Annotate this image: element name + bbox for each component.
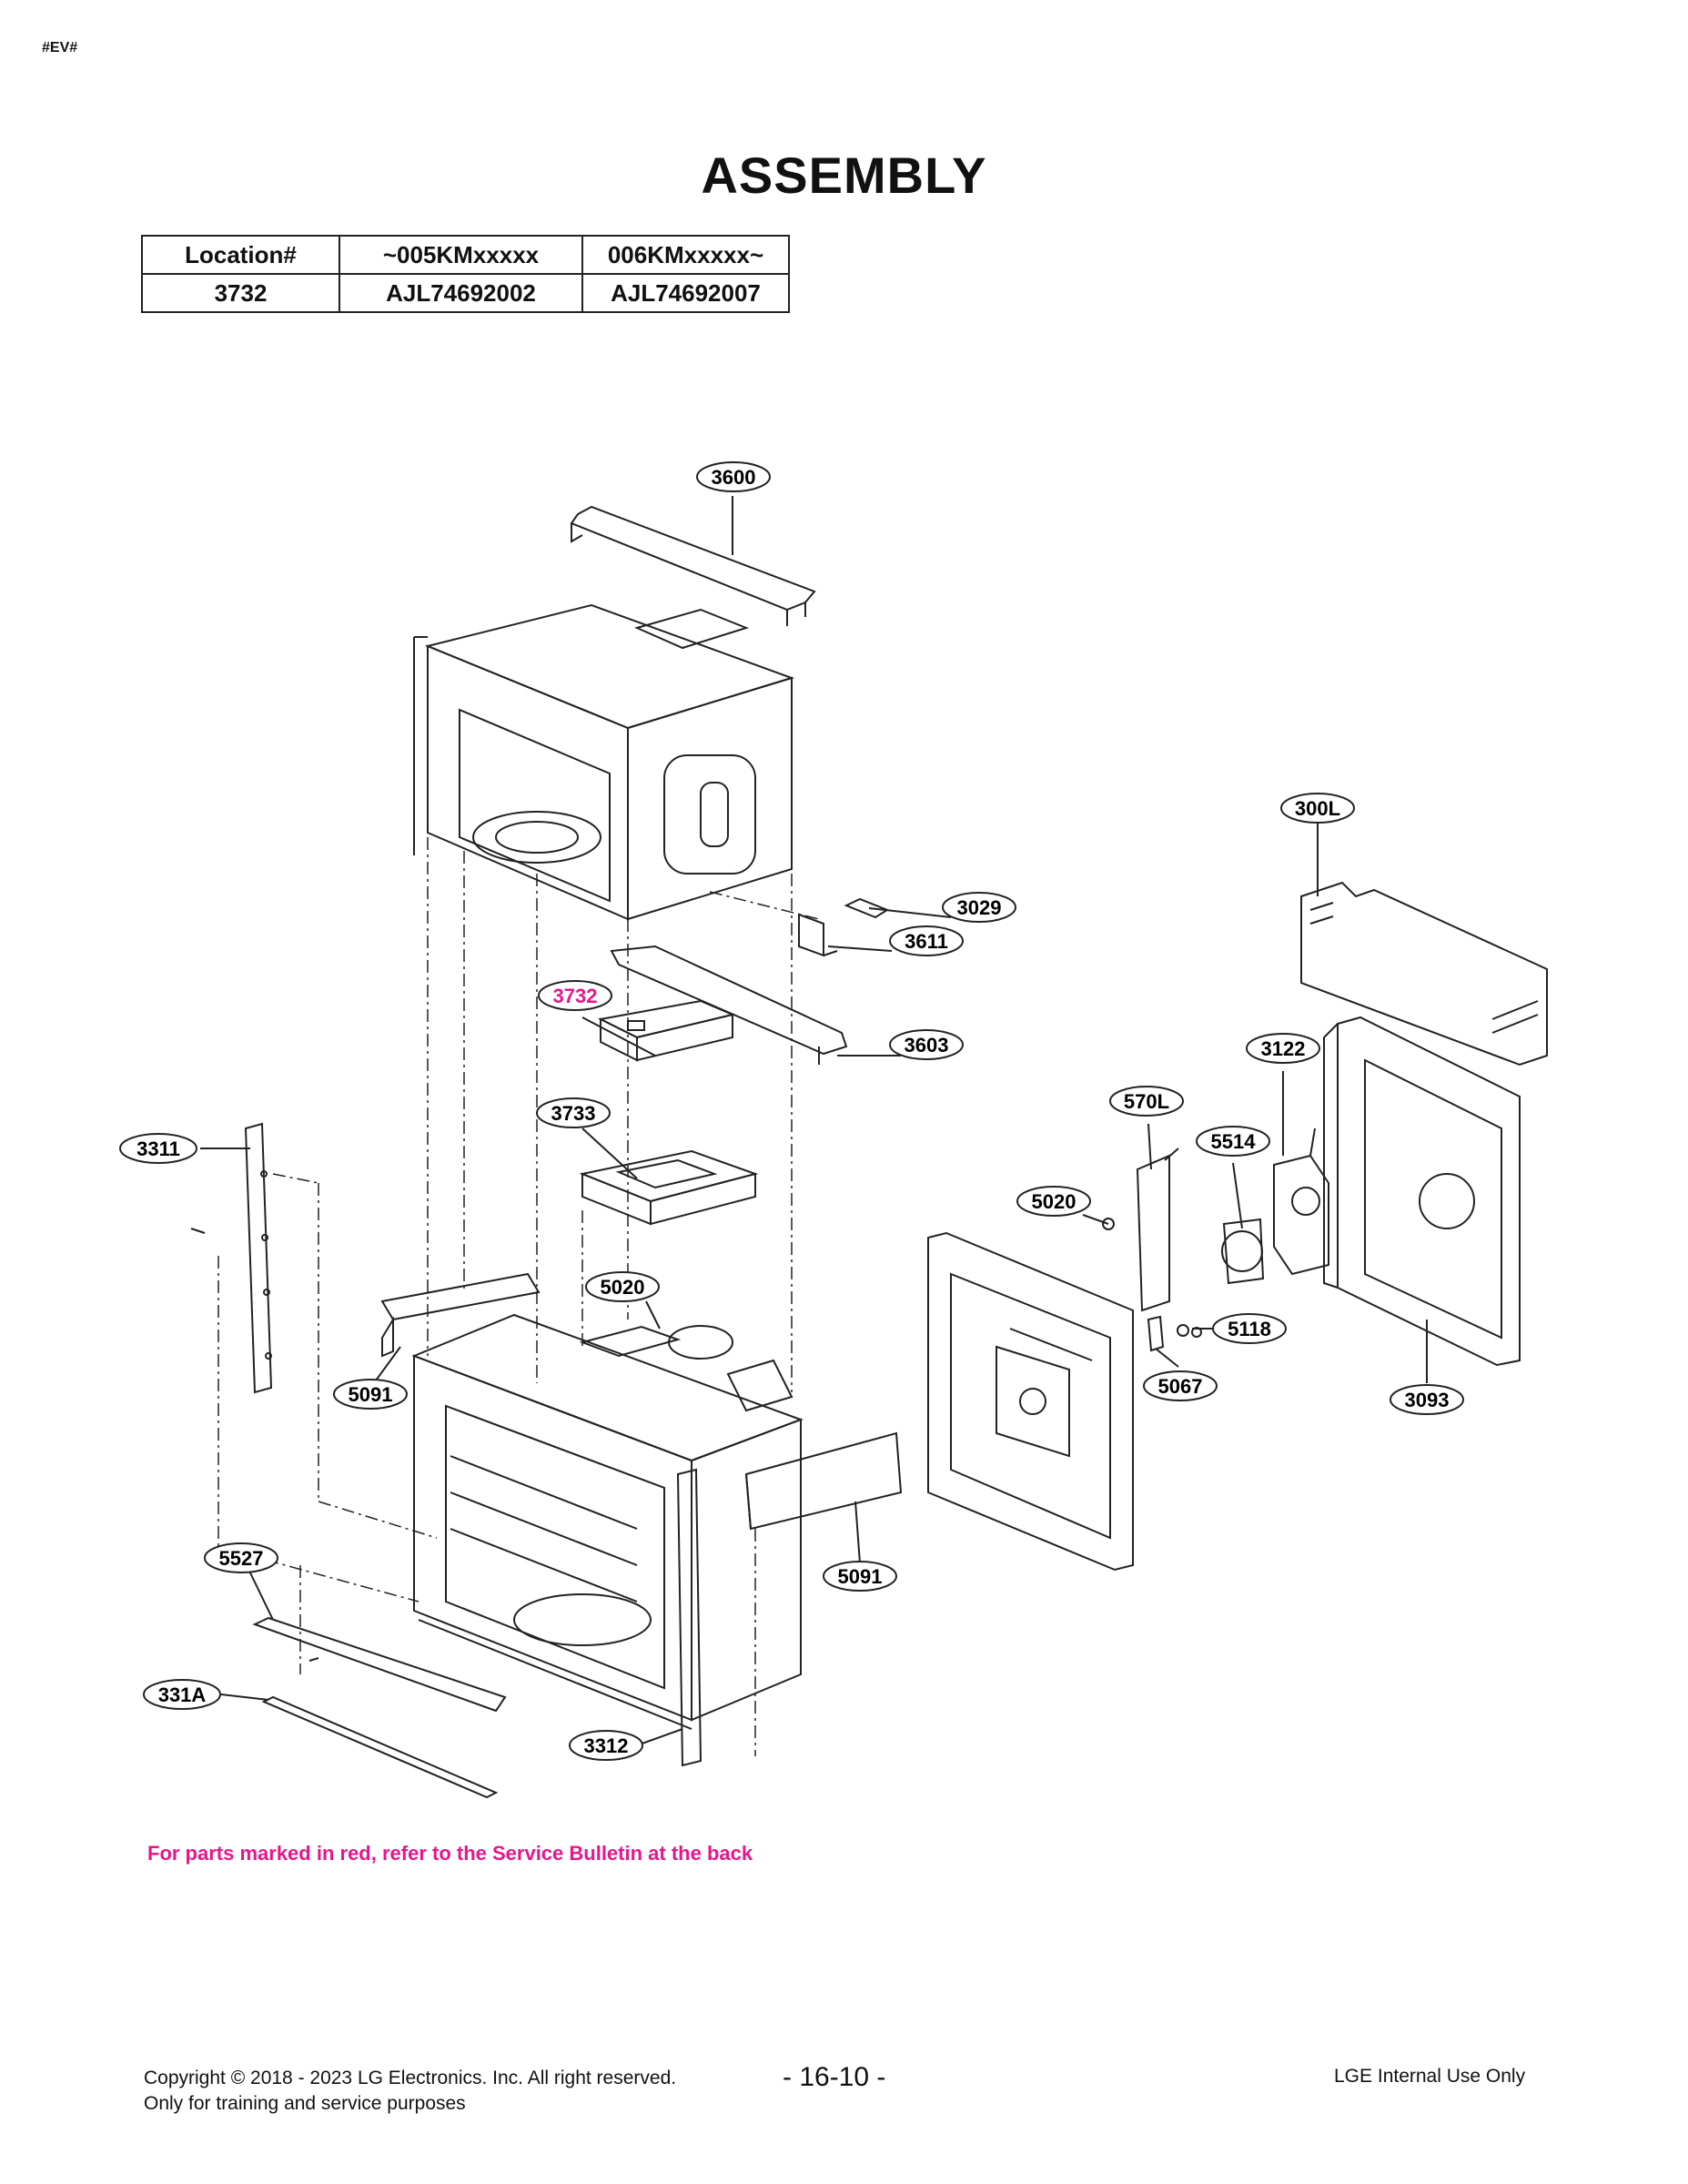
table-cell: 3732 xyxy=(141,273,340,313)
callout-ellipse xyxy=(1196,1126,1270,1157)
assembly-guide-lines xyxy=(217,837,820,1756)
callout-label: 3311 xyxy=(136,1138,180,1160)
callout-ellipse-highlight xyxy=(538,980,612,1011)
left-rail-part xyxy=(190,1122,273,1394)
lower-cavity-part xyxy=(411,1313,804,1730)
bottom-strip-part xyxy=(261,1695,499,1799)
callout-label: 5091 xyxy=(838,1565,883,1588)
callout-group: 3600 300L 3029 3611 3732 3603 3122 570L … xyxy=(119,461,1464,1761)
callout-ellipse xyxy=(1016,1186,1091,1217)
callout-ellipse xyxy=(889,1029,964,1060)
callout-label: 5527 xyxy=(219,1547,264,1570)
callout-label: 3122 xyxy=(1261,1037,1306,1060)
table-cell: AJL74692002 xyxy=(339,273,583,313)
duct-part xyxy=(1136,1148,1179,1312)
fastener-parts xyxy=(1102,1218,1202,1352)
page-title: ASSEMBLY xyxy=(701,147,987,204)
right-rail-part xyxy=(676,1468,702,1767)
callout-label: 3733 xyxy=(551,1102,596,1125)
purpose-line: Only for training and service purposes xyxy=(144,2093,466,2114)
callout-ellipse xyxy=(1246,1033,1320,1064)
callout-ellipse xyxy=(536,1097,611,1128)
callout-ellipse xyxy=(204,1542,278,1573)
callout-ellipse xyxy=(1390,1384,1464,1415)
callout-ellipse xyxy=(1280,793,1355,824)
right-support-strip-part xyxy=(744,1431,903,1531)
callout-label: 5067 xyxy=(1158,1375,1203,1398)
callout-label: 570L xyxy=(1124,1090,1169,1113)
callout-ellipse xyxy=(889,925,964,956)
page-number: - 16-10 - xyxy=(783,2062,886,2092)
top-cover-part xyxy=(570,505,816,626)
callout-label: 3312 xyxy=(584,1734,629,1757)
long-bracket-part xyxy=(610,945,848,1065)
callout-label-highlight: 3732 xyxy=(553,985,598,1007)
callout-label: 3603 xyxy=(905,1034,949,1057)
leader-lines xyxy=(200,496,1428,1746)
service-bulletin-note: For parts marked in red, refer to the Se… xyxy=(147,1842,753,1865)
motor-part xyxy=(1221,1218,1265,1285)
table-header-row: Location# ~005KMxxxxx 006KMxxxxx~ xyxy=(141,235,790,275)
callout-ellipse xyxy=(585,1271,660,1302)
fan-assembly-part xyxy=(1273,1127,1329,1276)
callout-label: 5118 xyxy=(1228,1318,1271,1340)
callout-ellipse xyxy=(333,1379,408,1410)
footer-copyright: Copyright © 2018 - 2023 LG Electronics. … xyxy=(144,2066,676,2117)
callout-ellipse xyxy=(569,1730,643,1761)
callout-label: 3029 xyxy=(957,896,1002,919)
callout-label: 5091 xyxy=(349,1383,393,1406)
callout-label: 5514 xyxy=(1211,1130,1257,1153)
bottom-trim-part xyxy=(252,1616,507,1713)
table-header-cell: Location# xyxy=(141,235,340,275)
side-panel-part xyxy=(1323,1016,1521,1367)
table-header-cell: 006KMxxxxx~ xyxy=(581,235,790,275)
callout-ellipse xyxy=(823,1561,897,1592)
callout-ellipse xyxy=(1212,1313,1287,1344)
tray-part xyxy=(579,1149,759,1226)
callout-label: 5020 xyxy=(1032,1190,1076,1213)
callout-ellipse xyxy=(119,1133,197,1164)
table-cell: AJL74692007 xyxy=(581,273,790,313)
callout-ellipse xyxy=(143,1679,221,1710)
callout-label: 5020 xyxy=(601,1276,645,1299)
callout-label: 300L xyxy=(1295,797,1340,820)
callout-label: 331A xyxy=(158,1684,207,1706)
callout-label: 3093 xyxy=(1405,1389,1450,1411)
callout-label: 3611 xyxy=(905,930,948,953)
table-header-cell: ~005KMxxxxx xyxy=(339,235,583,275)
back-panel-part xyxy=(927,1231,1134,1572)
upper-cavity-part xyxy=(413,603,795,921)
callout-ellipse xyxy=(942,892,1016,923)
callout-ellipse xyxy=(696,461,771,492)
left-support-strip-part xyxy=(380,1272,541,1358)
callout-label: 3600 xyxy=(712,466,756,489)
table-row: 3732 AJL74692002 AJL74692007 xyxy=(141,273,790,313)
document-tag: #EV# xyxy=(42,40,78,56)
internal-use-label: LGE Internal Use Only xyxy=(1334,2066,1526,2087)
highlighted-module-part xyxy=(597,999,736,1062)
callout-ellipse xyxy=(1109,1086,1184,1117)
copyright-line: Copyright © 2018 - 2023 LG Electronics. … xyxy=(144,2068,677,2088)
callout-ellipse xyxy=(1143,1370,1218,1401)
upper-side-cover-part xyxy=(1300,881,1548,1067)
location-table: Location# ~005KMxxxxx 006KMxxxxx~ 3732 A… xyxy=(141,235,790,313)
